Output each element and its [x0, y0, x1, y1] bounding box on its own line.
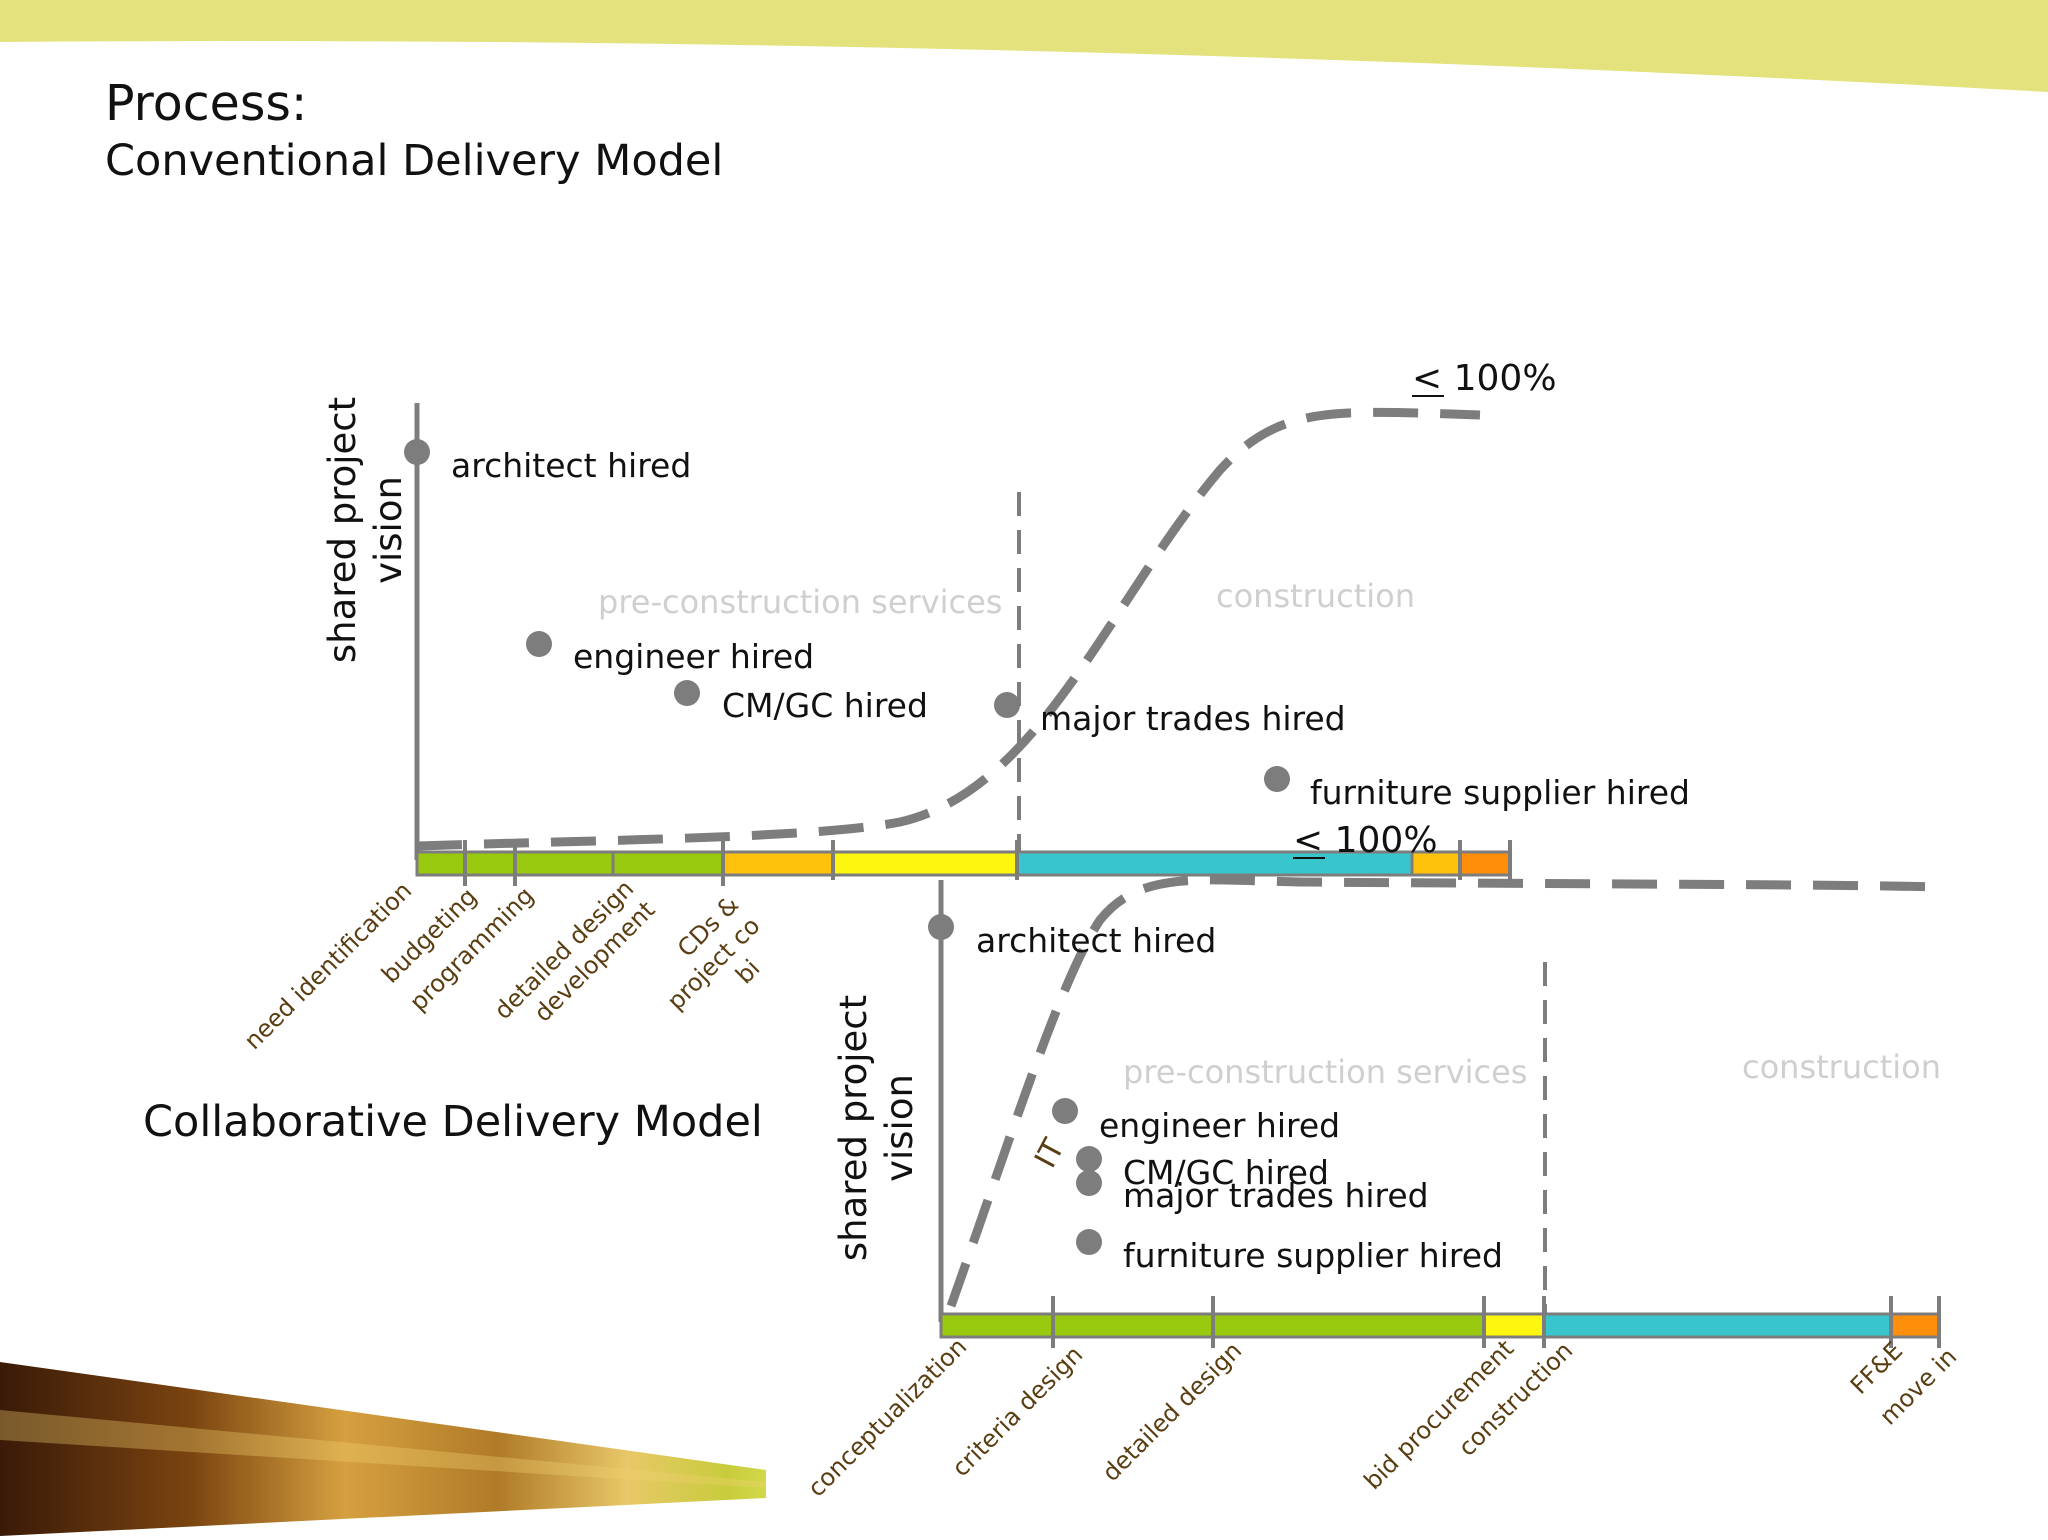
- collab-event-dot: [1076, 1146, 1102, 1172]
- wood-wedge: [0, 1362, 766, 1536]
- collab-phase-construction: construction: [1742, 1048, 1941, 1086]
- collab-vision-curve: [946, 875, 1947, 1308]
- collab-event-dot: [1076, 1229, 1102, 1255]
- conv-phase-construction: construction: [1216, 577, 1415, 615]
- collab-seg-1: [939, 1312, 1055, 1339]
- collab-event-dot: [1076, 1170, 1102, 1196]
- conv-seg-4: [611, 850, 725, 877]
- conv-event-dot: [404, 439, 430, 465]
- collab-event-cmgc: CM/GC hired: [1123, 1153, 1329, 1192]
- conv-vision-curve: [416, 407, 1481, 851]
- conv-seg-2: [463, 850, 517, 877]
- wood-wedge-highlight: [0, 1410, 766, 1488]
- slide-subtitle: Conventional Delivery Model: [105, 136, 723, 186]
- conv-phase-pre: pre-construction services: [598, 583, 1002, 621]
- conv-percent-label: < 100%: [1412, 358, 1557, 399]
- collab-phase-pre: pre-construction services: [1123, 1053, 1527, 1091]
- conv-event-furniture: furniture supplier hired: [1310, 773, 1690, 812]
- conv-event-dot: [994, 692, 1020, 718]
- top-band: [0, 0, 2048, 92]
- collab-seg-3: [1211, 1312, 1486, 1339]
- collab-y-label-line1: shared project: [832, 995, 875, 1261]
- collaborative-diagram: shared project vision pre-construction s…: [800, 820, 2048, 1502]
- conv-y-label-line2: vision: [367, 476, 410, 584]
- slide-title: Process:: [105, 75, 307, 132]
- collab-seg-5: [1542, 1312, 1893, 1339]
- conv-event-trades: major trades hired: [1040, 699, 1346, 738]
- conv-event-dot: [526, 631, 552, 657]
- collab-title: Collaborative Delivery Model: [143, 1097, 763, 1147]
- conv-event-engineer: engineer hired: [573, 637, 814, 676]
- conv-seg-1: [415, 850, 467, 877]
- collab-percent-label: < 100%: [1293, 820, 1438, 861]
- collab-seg-2: [1051, 1312, 1215, 1339]
- collab-event-architect: architect hired: [976, 921, 1216, 960]
- conv-seg-3: [513, 850, 615, 877]
- conventional-diagram: shared project vision pre-construction s…: [239, 358, 1690, 1055]
- conv-seg-5: [721, 850, 835, 877]
- collab-event-engineer: engineer hired: [1099, 1106, 1340, 1145]
- collab-event-dot: [1052, 1098, 1078, 1124]
- collab-event-furniture: furniture supplier hired: [1123, 1236, 1503, 1275]
- conv-event-dot: [1264, 766, 1290, 792]
- conv-tick-cds: CDs & project co bi: [662, 890, 766, 1015]
- collab-backing: [800, 880, 2048, 1500]
- collab-event-trades: major trades hired: [1123, 1176, 1429, 1215]
- conv-event-dot: [674, 680, 700, 706]
- conv-event-architect: architect hired: [451, 446, 691, 485]
- conv-event-cmgc: CM/GC hired: [722, 686, 928, 725]
- collab-y-label-line2: vision: [878, 1074, 921, 1182]
- collab-seg-4: [1482, 1312, 1546, 1339]
- conv-y-label-line1: shared project: [321, 397, 364, 663]
- conv-seg-6: [831, 850, 1019, 877]
- collab-event-dot: [928, 914, 954, 940]
- conv-seg-9: [1458, 850, 1512, 877]
- collab-seg-6: [1889, 1312, 1941, 1339]
